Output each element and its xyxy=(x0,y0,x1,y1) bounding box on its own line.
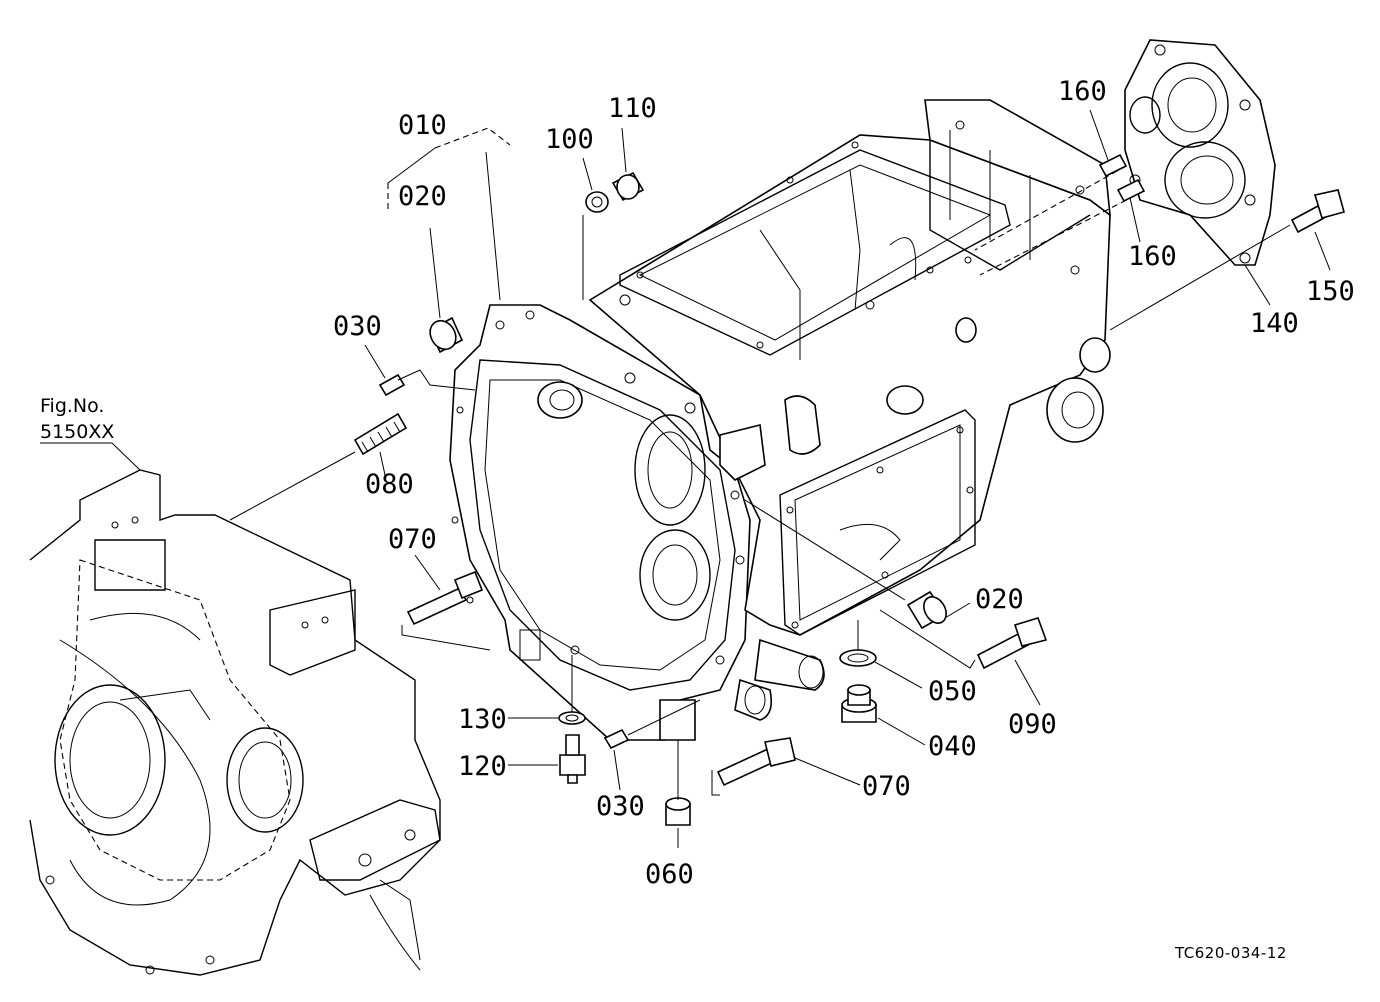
small-parts xyxy=(353,153,1345,826)
callout-130: 130 xyxy=(458,704,507,735)
callout-110: 110 xyxy=(608,93,657,124)
callout-010: 010 xyxy=(398,110,447,141)
fig-ref-number: 5150XX xyxy=(40,421,114,443)
callout-160-upper: 160 xyxy=(1058,76,1107,107)
callout-030-upper: 030 xyxy=(333,311,382,342)
figure-code: TC620-034-12 xyxy=(1174,944,1287,962)
bearing-cover-part-140 xyxy=(1124,39,1276,266)
flywheel-housing-reference xyxy=(29,469,441,976)
callout-050: 050 xyxy=(928,676,977,707)
callout-120: 120 xyxy=(458,751,507,782)
callout-020-upper: 020 xyxy=(398,181,447,212)
callout-070-lower: 070 xyxy=(862,771,911,802)
callout-040: 040 xyxy=(928,731,977,762)
fig-ref-label: Fig.No. xyxy=(40,395,104,417)
callout-labels: 010 020 020 030 030 040 050 060 070 070 … xyxy=(40,76,1355,890)
transmission-case xyxy=(449,99,1111,741)
callout-100: 100 xyxy=(545,124,594,155)
leader-lines xyxy=(40,109,1331,848)
callout-090: 090 xyxy=(1008,709,1057,740)
callout-060: 060 xyxy=(645,859,694,890)
callout-140: 140 xyxy=(1250,308,1299,339)
callout-150: 150 xyxy=(1306,276,1355,307)
callout-020-lower: 020 xyxy=(975,584,1024,615)
callout-160-lower: 160 xyxy=(1128,241,1177,272)
callout-070-upper: 070 xyxy=(388,524,437,555)
bushing-020-upper xyxy=(428,316,464,354)
callout-080: 080 xyxy=(365,469,414,500)
callout-030-lower: 030 xyxy=(596,791,645,822)
